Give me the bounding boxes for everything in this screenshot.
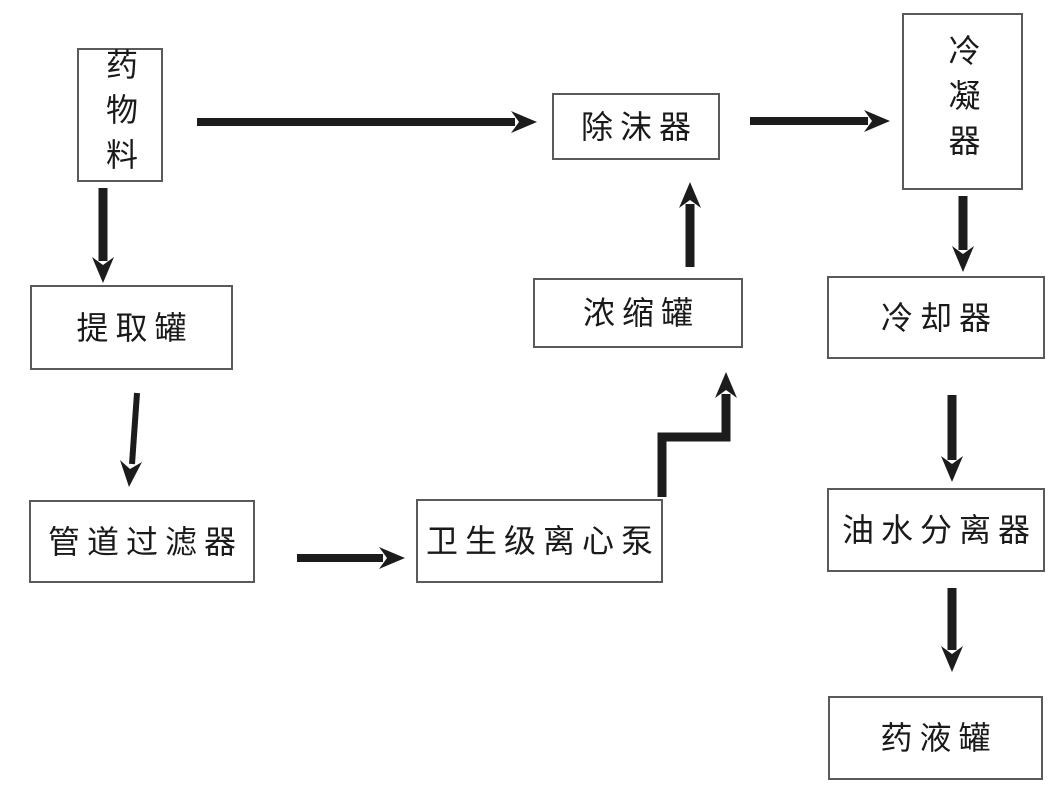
node-pipeline-filter: 管道过滤器 bbox=[29, 500, 255, 583]
node-liquid-medicine-tank: 药液罐 bbox=[828, 696, 1043, 780]
node-sanitary-centrifugal-pump: 卫生级离心泵 bbox=[416, 499, 663, 583]
node-cooler-label: 冷却器 bbox=[880, 298, 998, 337]
arrow-demister-to-condenser bbox=[750, 110, 890, 132]
node-condenser-label: 冷凝器 bbox=[943, 34, 982, 169]
arrow-condenser-to-cooler bbox=[952, 196, 974, 272]
arrow-concentration-tank-to-demister bbox=[679, 182, 701, 267]
node-drug-material-label: 药物料 bbox=[101, 47, 139, 183]
arrow-pipeline-filter-to-pump bbox=[297, 547, 405, 569]
node-concentration-tank-label: 浓缩罐 bbox=[582, 294, 700, 332]
node-sanitary-centrifugal-pump-label: 卫生级离心泵 bbox=[425, 522, 660, 560]
node-pipeline-filter-label: 管道过滤器 bbox=[47, 522, 243, 561]
node-liquid-medicine-tank-label: 药液罐 bbox=[880, 719, 998, 757]
arrow-extraction-tank-to-pipeline-filter bbox=[120, 392, 142, 487]
node-oil-water-separator: 油水分离器 bbox=[827, 488, 1045, 572]
node-demister: 除沫器 bbox=[552, 93, 720, 160]
arrow-drug-material-to-demister bbox=[197, 111, 537, 133]
arrow-oil-water-separator-to-tank bbox=[941, 588, 963, 672]
node-oil-water-separator-label: 油水分离器 bbox=[841, 511, 1037, 549]
arrow-pump-to-concentration-tank bbox=[657, 372, 737, 497]
node-cooler: 冷却器 bbox=[827, 276, 1045, 359]
arrow-drug-material-to-extraction-tank bbox=[92, 188, 114, 283]
node-condenser: 冷凝器 bbox=[902, 13, 1023, 190]
node-drug-material: 药物料 bbox=[77, 47, 163, 183]
node-concentration-tank: 浓缩罐 bbox=[533, 278, 743, 348]
arrow-cooler-to-oil-water-separator bbox=[941, 395, 963, 482]
node-extraction-tank: 提取罐 bbox=[30, 285, 233, 370]
node-extraction-tank-label: 提取罐 bbox=[76, 308, 194, 347]
node-demister-label: 除沫器 bbox=[580, 107, 698, 146]
